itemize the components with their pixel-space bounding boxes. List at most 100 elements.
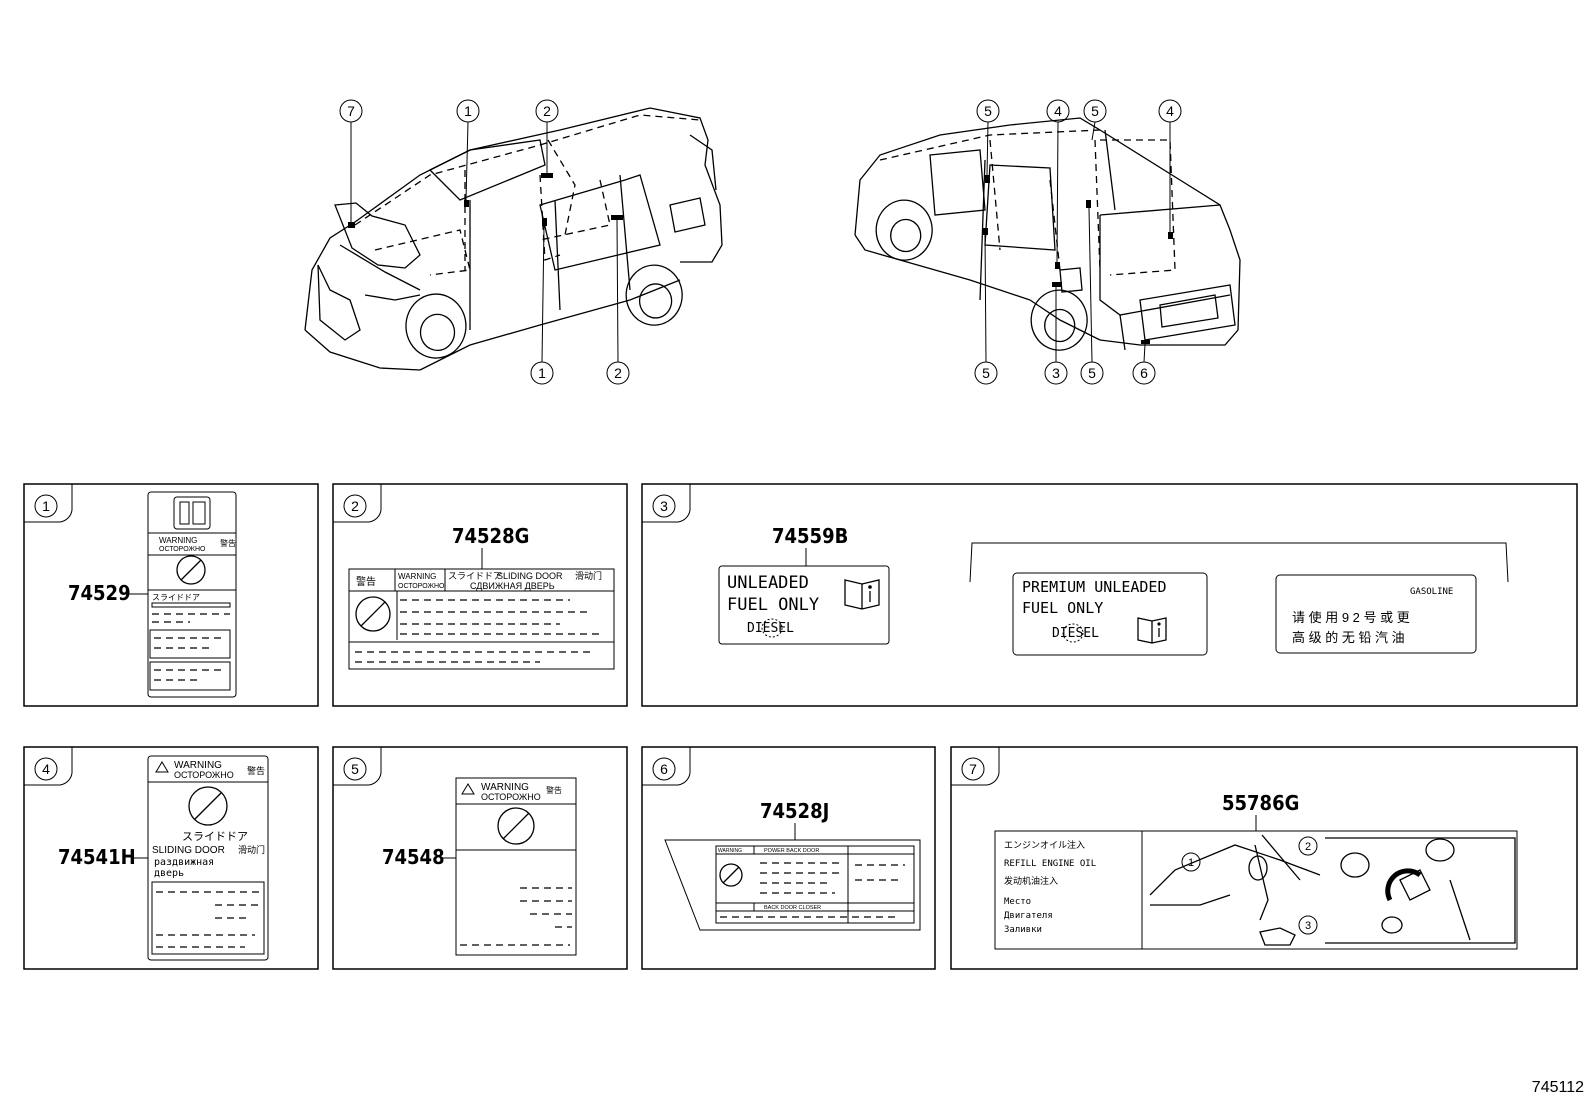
part-number: 74541H — [58, 845, 136, 869]
label-door-jp: スライドドア — [152, 593, 200, 602]
callout-label: 6 — [1140, 365, 1148, 381]
panel-number: 3 — [660, 498, 668, 514]
callout-label: 1 — [464, 103, 472, 119]
label-ru-text: ОСТОРОЖНО — [481, 792, 541, 802]
van-rear-view — [854, 117, 1241, 351]
label-warning-text: WARNING — [174, 760, 222, 771]
step-label: 2 — [1305, 841, 1311, 853]
callout-4-right-top-a: 4 — [1046, 99, 1070, 263]
label-door-en: SLIDING DOOR — [152, 845, 225, 856]
label-warning-text: WARNING — [159, 536, 197, 545]
callout-label: 4 — [1054, 103, 1062, 119]
fuel-line3: DIESEL — [1052, 626, 1099, 641]
van-front-view — [304, 107, 723, 371]
panel-4: 4 74541H WARNING ОСТОРОЖНО 警告 スライドドア SLI… — [23, 746, 319, 970]
label-jp-text: 警告 — [247, 765, 265, 776]
callout-5-right-bottom-b: 5 — [1080, 207, 1104, 385]
manual-icon — [844, 579, 880, 610]
gasoline-title: GASOLINE — [1410, 587, 1453, 597]
step-label: 3 — [1305, 920, 1311, 932]
callouts-left: 7 1 2 1 2 — [339, 99, 630, 385]
label-fuel-gasoline-cn: GASOLINE 请 使 用 9 2 号 或 更 高 级 的 无 铅 汽 油 — [1275, 574, 1477, 654]
manual-icon — [1137, 617, 1167, 644]
label-door-jp: スライドドア — [448, 571, 502, 581]
callout-label: 5 — [1088, 365, 1096, 381]
panel-number: 5 — [351, 761, 359, 777]
part-number: 55786G — [1222, 791, 1299, 815]
label-ru2-text: Двигателя — [1004, 911, 1053, 921]
callout-label: 4 — [1166, 103, 1174, 119]
label-74541H: WARNING ОСТОРОЖНО 警告 スライドドア SLIDING DOOR… — [147, 755, 269, 961]
label-fuel-premium: PREMIUM UNLEADED FUEL ONLY DIESEL — [1012, 572, 1208, 656]
part-number: 74528J — [760, 799, 829, 823]
label-door-cn: 滑动门 — [238, 844, 265, 855]
fuel-line1: UNLEADED — [727, 573, 809, 593]
callout-4-right-top-b: 4 — [1158, 99, 1182, 232]
label-ru-text: ОСТОРОЖНО — [159, 546, 206, 553]
label-bottom-text: BACK DOOR CLOSER — [764, 905, 821, 911]
label-door-en: SLIDING DOOR — [497, 571, 563, 581]
label-door-jp: スライドドア — [182, 831, 248, 843]
label-ru1-text: Место — [1004, 897, 1031, 907]
label-top-text: POWER BACK DOOR — [764, 848, 819, 854]
panel-number: 6 — [660, 761, 668, 777]
label-door-ru2: дверь — [154, 868, 184, 879]
panel-3: 3 74559B UNLEADED FUEL ONLY DIESEL PREMI… — [641, 483, 1578, 707]
label-ru-text: ОСТОРОЖНО — [398, 583, 445, 590]
fuel-line3: DIESEL — [747, 621, 794, 636]
label-door-ru: СДВИЖНАЯ ДВЕРЬ — [470, 581, 555, 591]
callout-6-right-bottom: 6 — [1132, 343, 1156, 385]
label-ru-text: ОСТОРОЖНО — [174, 770, 234, 780]
callout-label: 5 — [982, 365, 990, 381]
callout-2-left-bottom: 2 — [606, 219, 630, 385]
panel-number: 2 — [351, 498, 359, 514]
label-fuel-unleaded: UNLEADED FUEL ONLY DIESEL — [718, 565, 890, 645]
callout-label: 2 — [614, 365, 622, 381]
part-number: 74528G — [452, 524, 529, 548]
label-ru3-text: Заливки — [1004, 925, 1042, 935]
diagram-id: 745112 — [1532, 1079, 1584, 1096]
panel-number: 1 — [42, 498, 50, 514]
panel-number: 4 — [42, 761, 50, 777]
gasoline-row2: 高 级 的 无 铅 汽 油 — [1292, 630, 1405, 645]
label-jp-text: エンジンオイル注入 — [1004, 839, 1085, 850]
label-55786G: エンジンオイル注入 REFILL ENGINE OIL 发动机油注入 Место… — [994, 830, 1518, 950]
label-cn-text: 发动机油注入 — [1004, 875, 1058, 886]
fuel-line1: PREMIUM UNLEADED — [1022, 578, 1167, 596]
label-jp-text: 警告 — [220, 538, 236, 548]
panel-2: 2 74528G 警告 WARNING ОСТОРОЖНО スライドドア SLI… — [332, 483, 628, 707]
callout-1-left-top: 1 — [456, 99, 480, 201]
panel-6: 6 74528J WARNING POWER BACK DOOR BACK DO… — [641, 746, 936, 970]
step-label: 1 — [1188, 857, 1194, 869]
label-warning-text: WARNING — [718, 848, 742, 854]
callout-label: 2 — [543, 103, 551, 119]
label-warning-text: WARNING — [481, 782, 529, 793]
callout-label: 1 — [538, 365, 546, 381]
label-74528J: WARNING POWER BACK DOOR BACK DOOR CLOSER — [664, 839, 921, 931]
label-74528G: 警告 WARNING ОСТОРОЖНО スライドドア SLIDING DOOR… — [348, 568, 615, 670]
panel-7: 7 55786G エンジンオイル注入 REFILL ENGINE OIL 发动机… — [950, 746, 1578, 970]
label-door-ru1: раздвижная — [154, 857, 214, 868]
callout-7-left: 7 — [339, 99, 363, 225]
callout-5-right-bottom-a: 5 — [974, 234, 998, 385]
label-74548: WARNING ОСТОРОЖНО 警告 — [455, 777, 577, 956]
callout-2-left-top: 2 — [535, 99, 559, 173]
callouts-right: 5 4 5 4 5 3 5 — [974, 99, 1182, 385]
fuel-line2: FUEL ONLY — [727, 595, 819, 615]
label-door-cn: 滑动门 — [575, 570, 602, 581]
callout-label: 7 — [347, 103, 355, 119]
label-jp-warn: 警告 — [356, 575, 376, 588]
label-74529: WARNING ОСТОРОЖНО 警告 スライドドア — [147, 491, 237, 698]
panel-5: 5 74548 WARNING ОСТОРОЖНО 警告 — [332, 746, 628, 970]
part-number: 74559B — [772, 524, 848, 548]
label-warning-text: WARNING — [398, 572, 436, 581]
engine-oil-illustration — [1149, 834, 1516, 946]
callout-label: 3 — [1052, 365, 1060, 381]
gasoline-row1: 请 使 用 9 2 号 或 更 — [1292, 610, 1410, 625]
callout-3-right-bottom: 3 — [1044, 287, 1068, 385]
part-number: 74548 — [382, 845, 445, 869]
callout-label: 5 — [984, 103, 992, 119]
panel-1: 1 74529 WARNING ОСТОРОЖНО 警告 スライドドア — [23, 483, 319, 707]
part-number: 74529 — [68, 581, 131, 605]
